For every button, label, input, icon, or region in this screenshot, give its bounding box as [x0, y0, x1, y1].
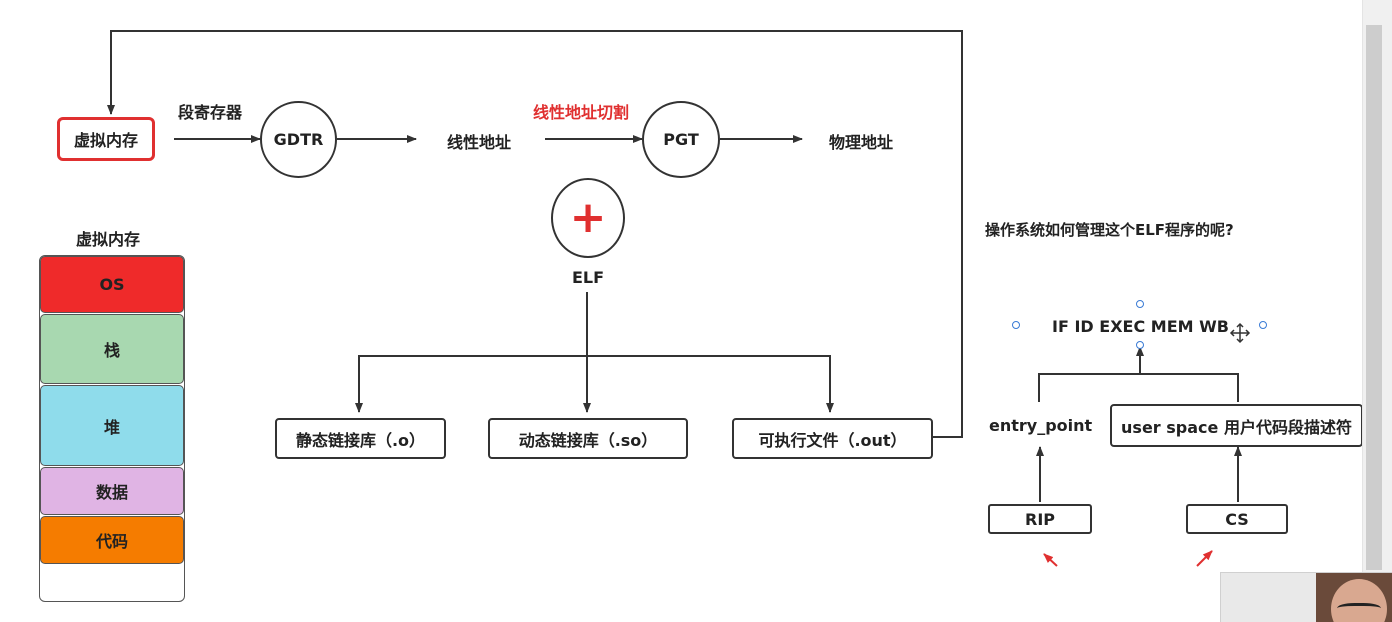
scrollbar-thumb[interactable]	[1366, 25, 1382, 570]
move-cursor-icon	[1229, 322, 1251, 344]
segment-stack-label: 栈	[103, 341, 120, 360]
cs-box[interactable]: CS	[1186, 504, 1288, 534]
memory-segment-data[interactable]: 数据	[40, 467, 184, 515]
segment-code-label: 代码	[95, 532, 128, 551]
physical-address-label: 物理地址	[829, 133, 894, 152]
linear-address-label: 线性地址	[447, 133, 512, 152]
dynamic-lib-box[interactable]: 动态链接库（.so）	[488, 418, 688, 459]
dynamic-lib-label: 动态链接库（.so）	[518, 430, 658, 450]
executable-label: 可执行文件（.out）	[758, 430, 907, 450]
presenter-glasses	[1337, 603, 1381, 616]
linear-address-cut-label: 线性地址切割	[533, 103, 630, 122]
segment-register-label: 段寄存器	[178, 103, 243, 122]
entry-point-label: entry_point	[989, 416, 1093, 435]
segment-data-label: 数据	[95, 483, 128, 502]
selection-handle-left[interactable]	[1012, 321, 1020, 329]
pgt-label: PGT	[663, 130, 699, 149]
memory-segment-code[interactable]: 代码	[40, 516, 184, 564]
gdtr-label: GDTR	[273, 130, 324, 149]
memory-segment-heap[interactable]: 堆	[40, 385, 184, 466]
gdtr-node[interactable]: GDTR	[260, 101, 337, 178]
selection-handle-bottom[interactable]	[1136, 341, 1144, 349]
rip-box[interactable]: RIP	[988, 504, 1092, 534]
selection-handle-top[interactable]	[1136, 300, 1144, 308]
user-space-box[interactable]: user space 用户代码段描述符	[1110, 404, 1363, 447]
plus-icon: +	[569, 192, 607, 243]
user-space-label: user space 用户代码段描述符	[1121, 417, 1352, 437]
pipeline-text[interactable]: IF ID EXEC MEM WB	[1052, 317, 1229, 336]
elf-node[interactable]: +	[551, 178, 625, 258]
executable-box[interactable]: 可执行文件（.out）	[732, 418, 933, 459]
webcam-overlay	[1220, 572, 1392, 622]
elf-label: ELF	[572, 268, 605, 287]
memory-layout-title: 虚拟内存	[76, 230, 141, 249]
presenter-avatar	[1331, 579, 1387, 622]
segment-os-label: OS	[99, 275, 125, 294]
virtual-memory-box[interactable]: 虚拟内存	[57, 117, 155, 161]
cs-label: CS	[1225, 509, 1249, 529]
selection-handle-right[interactable]	[1259, 321, 1267, 329]
pgt-node[interactable]: PGT	[642, 101, 720, 178]
segment-heap-label: 堆	[103, 417, 120, 437]
memory-segment-os[interactable]: OS	[40, 256, 184, 313]
static-lib-label: 静态链接库（.o）	[295, 430, 426, 450]
static-lib-box[interactable]: 静态链接库（.o）	[275, 418, 446, 459]
virtual-memory-label: 虚拟内存	[73, 131, 138, 150]
question-text: 操作系统如何管理这个ELF程序的呢?	[985, 221, 1234, 239]
memory-segment-stack[interactable]: 栈	[40, 314, 184, 384]
rip-label: RIP	[1025, 509, 1055, 529]
